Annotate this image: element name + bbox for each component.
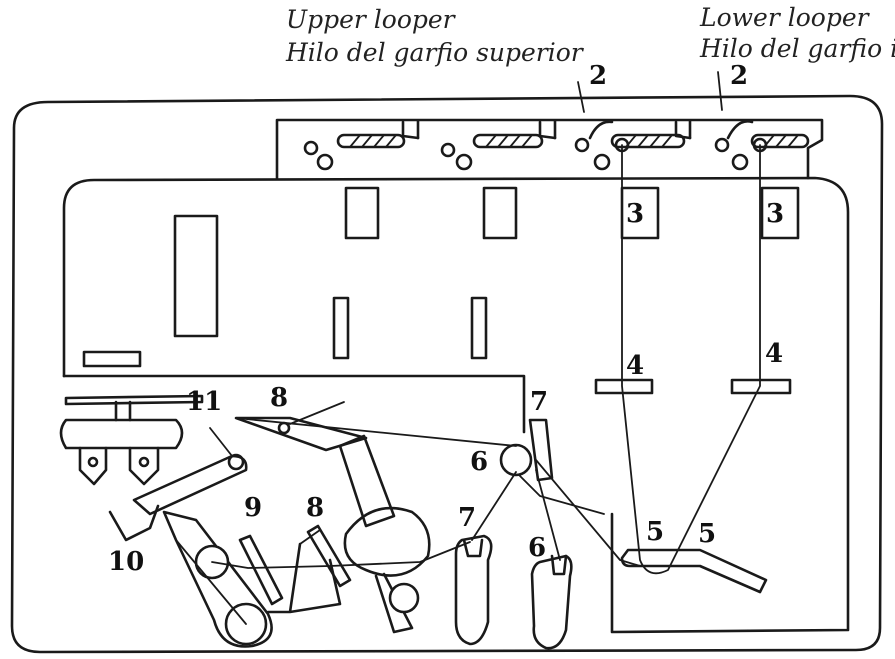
lever-pointer <box>209 427 233 457</box>
cover-ledge-line <box>62 374 526 434</box>
guide-screw <box>316 153 334 171</box>
label-11: 11 <box>186 387 222 417</box>
tension-guide-8-lower <box>306 524 352 588</box>
label-8-lower: 8 <box>306 493 324 523</box>
tension-slot <box>472 133 544 149</box>
lever-pivot <box>227 453 245 471</box>
label-5-left: 5 <box>646 517 664 547</box>
cover-windows <box>82 186 800 368</box>
label-3-lower: 3 <box>766 199 784 229</box>
guide-screw <box>440 142 456 158</box>
label-4-lower: 4 <box>765 339 783 369</box>
guide-screw <box>593 153 611 171</box>
upper-looper-thread-path <box>621 144 761 575</box>
tension-guide-9 <box>238 534 284 606</box>
tension-slot <box>610 133 686 149</box>
thread-spindle <box>59 418 184 450</box>
spindle-foot <box>78 446 108 486</box>
label-2-upper: 2 <box>589 61 607 91</box>
base-post <box>114 400 132 422</box>
base-plate <box>64 394 204 406</box>
caption-lower-looper-en: Lower looper <box>699 3 871 32</box>
label-6-upper: 6 <box>470 447 488 477</box>
guide-screw <box>574 137 590 153</box>
spindle-foot <box>128 446 160 486</box>
tension-bracket <box>266 542 342 614</box>
guide-pointer <box>289 401 345 425</box>
guide-screw <box>455 153 473 171</box>
label-9: 9 <box>244 493 262 523</box>
thread-guide-bar <box>730 378 792 395</box>
label-3-upper: 3 <box>626 199 644 229</box>
label-10: 10 <box>108 547 144 577</box>
label-5-right: 5 <box>698 519 716 549</box>
machine-outer-body <box>10 94 884 654</box>
guide-plate-8 <box>234 416 368 452</box>
thread-hook <box>588 120 614 140</box>
guide-post-7-upper <box>528 418 554 482</box>
label-4-upper: 4 <box>626 351 644 381</box>
roller-frame <box>162 510 273 648</box>
caption-lower-looper-es: Hilo del garfio in <box>699 34 895 63</box>
label-2-upper-pointer <box>577 81 585 113</box>
eyelet-6-upper <box>499 443 533 477</box>
caption-upper-looper-en: Upper looper <box>286 5 457 34</box>
spool-7-lower <box>454 534 493 646</box>
label-8-upper: 8 <box>270 383 288 413</box>
label-6-lower: 6 <box>528 533 546 563</box>
center-ball <box>388 582 420 614</box>
hook-10 <box>108 504 160 542</box>
guide-screw <box>303 140 319 156</box>
looper-guide <box>620 548 768 594</box>
thread-guide-bar <box>594 378 654 395</box>
thread-hook <box>726 120 754 140</box>
tension-slot <box>336 133 406 149</box>
front-cover-outline <box>62 176 850 634</box>
label-7-lower: 7 <box>458 503 476 533</box>
thread-lines <box>175 417 641 625</box>
label-2-lower-pointer <box>717 71 723 111</box>
guide-screw <box>731 153 749 171</box>
label-7-upper: 7 <box>530 387 548 417</box>
guide-screw <box>714 137 730 153</box>
spool-6-lower <box>530 554 573 650</box>
tension-panels <box>275 118 824 180</box>
center-post <box>338 434 396 528</box>
caption-upper-looper-es: Hilo del garfio superior <box>285 38 585 67</box>
label-2-lower: 2 <box>730 61 748 91</box>
